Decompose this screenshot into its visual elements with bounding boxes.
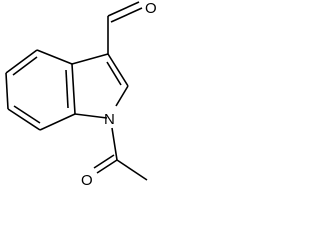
bond-cho-o-double bbox=[110, 7, 143, 23]
pyrrole-ring bbox=[71, 53, 129, 119]
atom-acetyl-oxygen: O bbox=[81, 172, 93, 189]
bond-c6-c7 bbox=[7, 108, 41, 131]
bond-c7a-c3a-inner bbox=[65, 69, 69, 109]
atom-ring-nitrogen: N bbox=[104, 111, 115, 128]
bond-c3-c2-inner bbox=[106, 61, 122, 86]
chemical-structure: N O O bbox=[5, 0, 157, 189]
bond-c3a-c4 bbox=[36, 49, 73, 65]
bond-cho-o bbox=[107, 1, 140, 17]
bond-c4-c5-inner bbox=[12, 56, 38, 76]
bond-c6-c7-inner bbox=[13, 105, 41, 124]
acetyl-group bbox=[93, 127, 148, 181]
bond-acetyl-o bbox=[96, 159, 118, 174]
bond-n1-c7a bbox=[74, 113, 108, 119]
bond-acetyl-methyl bbox=[116, 159, 148, 181]
atom-aldehyde-oxygen: O bbox=[145, 0, 157, 17]
bond-n1-acetyl bbox=[111, 127, 118, 161]
bond-c3a-c3 bbox=[71, 53, 109, 65]
benzene-ring bbox=[5, 49, 76, 131]
bond-c2-n1 bbox=[115, 85, 129, 107]
bond-c3-c2 bbox=[107, 53, 129, 87]
bond-c7-c7a bbox=[39, 113, 76, 131]
bond-c7a-c3a bbox=[71, 63, 76, 115]
bond-c4-c5 bbox=[5, 49, 38, 74]
bond-acetyl-o-double bbox=[93, 154, 115, 169]
bond-c5-c6 bbox=[5, 72, 9, 110]
aldehyde-group bbox=[107, 1, 143, 54]
